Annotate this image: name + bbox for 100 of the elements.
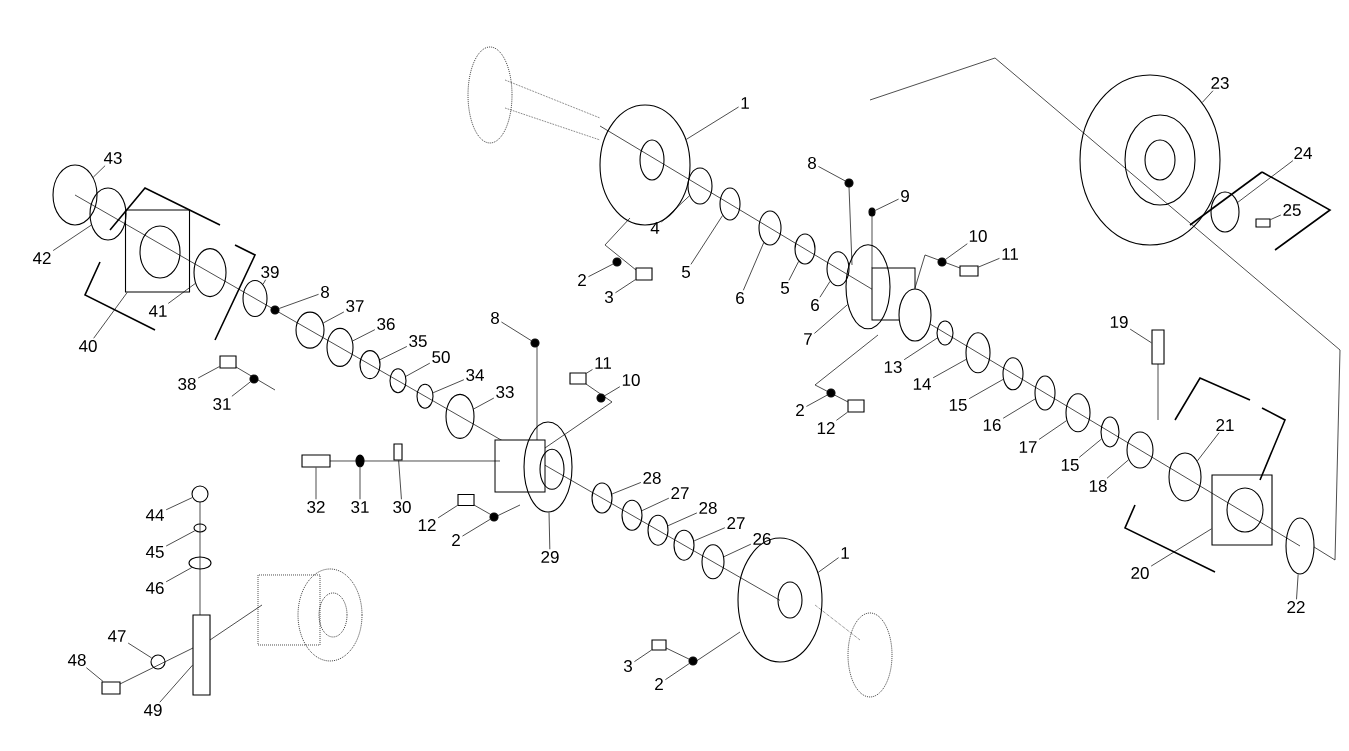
ring <box>647 514 669 546</box>
leader-line <box>685 106 739 140</box>
snap-ring <box>1285 517 1315 575</box>
leader-line <box>634 649 652 662</box>
washer <box>688 656 698 666</box>
leader-line <box>405 362 431 377</box>
leader-line <box>352 329 376 342</box>
bolt <box>219 355 237 369</box>
bolt <box>1255 218 1271 228</box>
leader-line <box>1237 160 1294 203</box>
leader-line <box>1201 90 1214 103</box>
callout-number: 33 <box>496 385 514 398</box>
leader-line <box>398 460 402 500</box>
bolt <box>569 372 587 385</box>
callout-number: 40 <box>78 339 97 352</box>
leader-line <box>806 394 828 407</box>
clip <box>393 443 403 461</box>
callout-number: 6 <box>736 291 744 304</box>
ring <box>936 320 954 346</box>
callout-number: 6 <box>811 298 819 311</box>
callout-number: 47 <box>107 630 126 642</box>
seal <box>1065 393 1091 433</box>
callout-number: 4 <box>650 222 660 234</box>
ring <box>359 350 381 380</box>
seal <box>1034 375 1056 411</box>
callout-number: 29 <box>541 550 559 563</box>
callout-number: 27 <box>671 487 689 499</box>
leader-line <box>604 386 621 396</box>
callout-number: 16 <box>983 418 1001 431</box>
washer <box>596 393 606 403</box>
callout-number: 49 <box>143 703 162 716</box>
bolt <box>1151 329 1165 365</box>
leader-line <box>818 166 846 182</box>
ring <box>719 187 741 221</box>
ring <box>687 167 713 205</box>
callout-number: 8 <box>808 156 816 169</box>
callout-number: 15 <box>949 399 967 411</box>
leader-line <box>165 530 196 547</box>
leader-line <box>968 379 1004 399</box>
leader-line <box>52 224 92 251</box>
ring <box>389 368 407 394</box>
callout-number: 39 <box>261 265 279 278</box>
callout-number: 11 <box>1002 248 1018 260</box>
callout-number: 44 <box>145 509 164 521</box>
callout-number: 38 <box>178 377 196 390</box>
callout-number: 10 <box>969 229 987 242</box>
callout-number: 23 <box>1211 76 1229 89</box>
callout-number: 37 <box>346 299 364 312</box>
hub-flange <box>845 244 891 330</box>
callout-number: 8 <box>491 311 499 324</box>
leader-line <box>548 512 551 550</box>
callout-number: 28 <box>699 501 717 514</box>
callout-number: 2 <box>796 404 804 416</box>
leader-line <box>903 337 938 361</box>
callout-number: 50 <box>432 350 450 363</box>
callout-number: 25 <box>1283 203 1301 216</box>
callout-number: 12 <box>418 519 436 531</box>
leader-line <box>462 519 491 537</box>
callout-number: 27 <box>727 517 745 529</box>
callout-number: 26 <box>753 532 771 545</box>
ring <box>673 529 695 561</box>
callout-number: 2 <box>655 678 663 690</box>
bolt <box>457 493 475 507</box>
leader-line <box>92 165 106 178</box>
nut <box>150 654 166 670</box>
leader-line <box>1078 438 1102 458</box>
washer <box>612 257 622 267</box>
ring <box>1002 357 1024 391</box>
bearing <box>445 393 475 439</box>
seal <box>758 210 782 246</box>
leader-line <box>359 467 361 500</box>
callout-number: 32 <box>307 500 325 513</box>
leader-line <box>817 557 839 573</box>
callout-number: 35 <box>409 334 427 347</box>
leader-line <box>93 292 128 339</box>
leader-line <box>875 198 899 211</box>
callout-number: 21 <box>1216 419 1234 431</box>
leader-line <box>231 381 251 397</box>
callout-number: 17 <box>1019 441 1037 453</box>
bolt <box>635 267 653 281</box>
leader-line <box>978 258 1000 268</box>
ring <box>416 383 434 409</box>
leader-line <box>1129 328 1152 344</box>
ring <box>1100 416 1120 448</box>
callout-number: 1 <box>841 547 849 559</box>
callout-number: 41 <box>148 305 167 317</box>
bolt <box>101 681 121 695</box>
leader-line <box>742 242 765 291</box>
leader-line <box>278 293 319 309</box>
bushing <box>193 248 227 298</box>
leader-line <box>588 263 614 278</box>
bolt <box>301 454 331 468</box>
leader-line <box>379 346 408 361</box>
leader-line <box>814 304 848 334</box>
callout-number: 7 <box>804 333 812 345</box>
callout-number: 3 <box>604 290 613 303</box>
callout-number: 14 <box>913 378 931 390</box>
leader-line <box>661 195 690 223</box>
leader-line <box>1270 214 1282 220</box>
bolt <box>959 265 979 277</box>
